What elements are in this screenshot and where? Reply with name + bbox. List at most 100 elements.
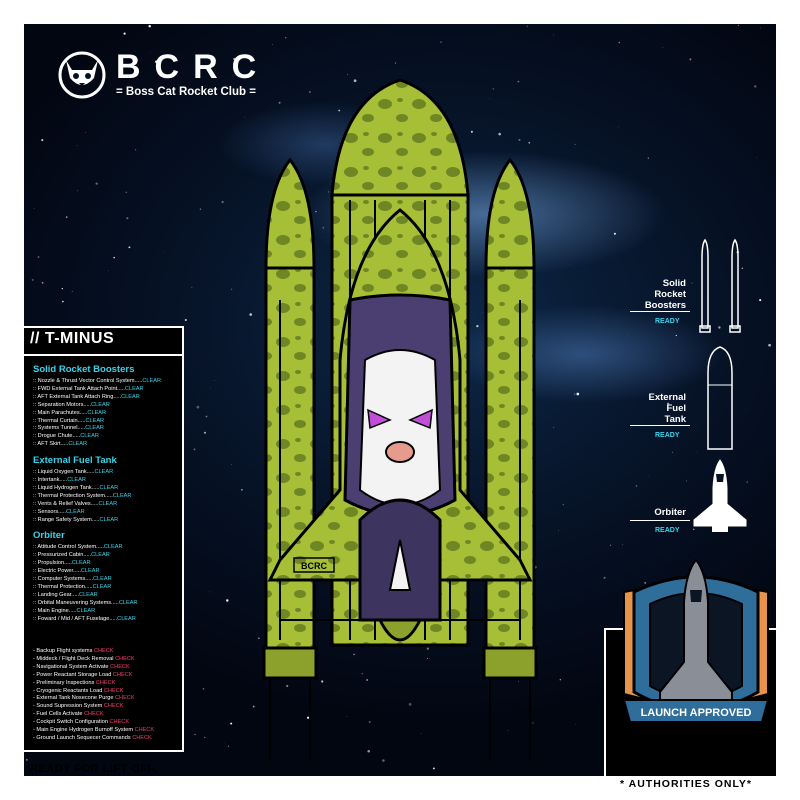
star (125, 191, 128, 194)
cat-astronaut-icon (58, 51, 106, 99)
star (77, 190, 78, 192)
star (737, 24, 739, 26)
checklist-item: :: AFT External Tank Attach Ring.....CLE… (33, 393, 140, 400)
orbiter-decal: BCRC (301, 561, 327, 571)
checklist-item: :: Drogue Chute.....CLEAR (33, 433, 99, 440)
rocket-illustration: BCRC (262, 78, 538, 760)
star (95, 182, 98, 185)
star (498, 132, 501, 136)
star (368, 721, 371, 723)
star (194, 733, 196, 736)
star (666, 402, 670, 405)
star (33, 208, 35, 209)
checklist-item: :: Thermal Protection System.....CLEAR (33, 492, 132, 499)
star (252, 705, 255, 708)
right-booster (482, 157, 538, 680)
section-title: Solid Rocket Boosters (33, 364, 135, 375)
star (135, 149, 137, 151)
star (309, 91, 311, 93)
tank-rule (630, 425, 690, 426)
star (126, 217, 129, 220)
checklist-item: :: Vents & Relief Valves.....CLEAR (33, 500, 118, 507)
star (71, 291, 73, 292)
star (123, 32, 126, 35)
star (249, 313, 252, 316)
star (558, 530, 559, 532)
star (193, 448, 196, 451)
checklist-item: :: Attitude Control System.....CLEAR (33, 544, 123, 551)
star (353, 79, 357, 83)
check-item: - Sound Supression System CHECK (33, 703, 124, 710)
star (746, 481, 748, 483)
fuel-tank-diagram-icon (707, 346, 733, 450)
star (65, 216, 68, 218)
star (226, 599, 229, 602)
orbiter-status: READY (655, 527, 680, 534)
orbiter: BCRC (267, 208, 533, 642)
star (562, 504, 564, 506)
star (85, 131, 86, 133)
star (675, 334, 677, 337)
checklist-item: :: Intertank.....CLEAR (33, 477, 86, 483)
star (394, 62, 397, 64)
star (644, 582, 647, 584)
star (603, 576, 606, 579)
left-booster (262, 157, 318, 680)
boosters-status: READY (655, 318, 680, 325)
star (691, 282, 693, 284)
star (686, 480, 687, 482)
star (148, 24, 151, 28)
tank-status: READY (655, 432, 680, 439)
check-item: - Middeck / Flight Deck Removal CHECK (33, 655, 135, 662)
star (327, 191, 330, 193)
checklist-item: :: Computer Systems.....CLEAR (33, 576, 112, 582)
check-item: - Preliminary Inspections CHECK (33, 679, 116, 686)
checklist-item: :: Main Parachutes.....CLEAR (33, 409, 107, 416)
star (214, 380, 216, 381)
star (113, 256, 115, 259)
brand-logo: BCRC = Boss Cat Rocket Club = (56, 48, 266, 102)
star (553, 34, 555, 36)
star (203, 431, 207, 434)
star (151, 764, 153, 766)
launch-approved-badge: LAUNCH APPROVED (622, 558, 770, 723)
star (610, 544, 612, 546)
star (754, 85, 757, 88)
section-title: External Fuel Tank (33, 455, 117, 467)
star (613, 232, 616, 235)
star (696, 451, 697, 452)
star (768, 343, 771, 347)
star (155, 60, 158, 64)
star (553, 426, 555, 428)
star (41, 281, 44, 284)
star (559, 679, 561, 681)
star (231, 288, 233, 290)
star (518, 680, 519, 682)
star (367, 749, 370, 753)
star (489, 98, 491, 100)
star (671, 451, 674, 453)
star (361, 672, 364, 675)
check-item: - Ground Launch Sequecer Commands CHECK (33, 734, 152, 741)
checklist-item: :: Liquid Oxygen Tank.....CLEAR (33, 469, 114, 476)
star (346, 74, 348, 75)
star (426, 647, 430, 650)
star (718, 326, 721, 329)
orbiter-diagram-icon (693, 459, 747, 532)
checklist-item: :: Electric Power.....CLEAR (33, 568, 100, 575)
star (209, 591, 211, 592)
star (191, 286, 193, 288)
star (286, 684, 289, 688)
star (408, 703, 412, 706)
check-item: - Fuel Cells Activate CHECK (33, 711, 104, 718)
check-item: - Main Engine Hydrogen Burnoff System CH… (33, 727, 155, 733)
checklist-item: :: Separation Motors.....CLEAR (33, 401, 110, 408)
check-item: - External Tank Nosecone Purge CHECK (33, 695, 135, 702)
star (482, 312, 484, 314)
star (532, 722, 534, 724)
tank-label: External Fuel Tank (648, 392, 687, 425)
star (647, 157, 649, 159)
check-item: - Cockpit Switch Configuration CHECK (33, 719, 130, 726)
brand-name: BCRC (116, 48, 271, 86)
